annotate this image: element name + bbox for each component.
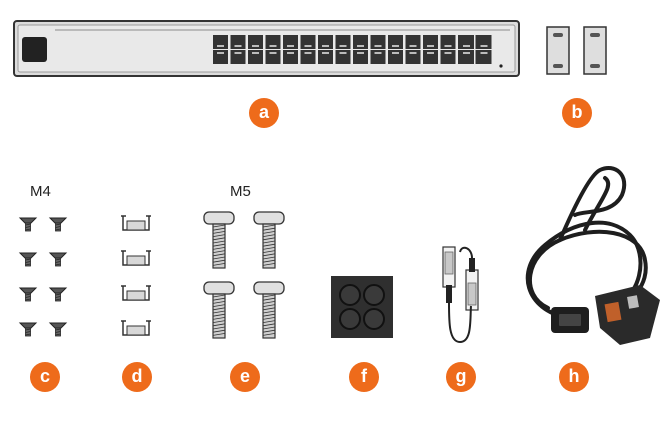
sfp-port [335,35,351,64]
callout-e-badge: e [230,362,260,392]
sfp-port [353,35,368,64]
callout-a-badge: a [249,98,279,128]
sfp-port [318,35,333,64]
sfp-port [248,35,263,64]
m4-screw [48,287,68,302]
m4-screw [18,322,38,337]
m4-screw [18,217,38,232]
m5-screw [203,281,235,339]
cage-nut [121,250,151,266]
m5-screw [253,211,285,269]
callout-b-badge: b [562,98,592,128]
sfp-port [213,35,228,64]
m4-screw [48,252,68,267]
cage-nut [121,215,151,231]
m5-screw [253,281,285,339]
callout-d-badge: d [122,362,152,392]
sfp-port [283,35,298,64]
sfp-port [405,35,421,64]
cage-nut [121,285,151,301]
m4-screw [18,252,38,267]
callout-f-badge: f [349,362,379,392]
m4-screw [18,287,38,302]
callout-h-badge: h [559,362,589,392]
cage-nut [121,320,151,336]
sfp-port [423,35,438,64]
callout-c-badge: c [30,362,60,392]
m4-screw [48,322,68,337]
m5-screw [203,211,235,269]
callout-g-badge: g [446,362,476,392]
sfp-port [300,35,316,64]
uplink-port [476,35,492,64]
sfp-port [370,35,386,64]
sfp-port [440,35,456,64]
m4-screw [48,217,68,232]
m4-size-label: M4 [30,183,51,200]
sfp-port [265,35,281,64]
sfp-port [230,35,246,64]
m5-size-label: M5 [230,183,251,200]
sfp-port [388,35,403,64]
uplink-port [459,35,474,64]
